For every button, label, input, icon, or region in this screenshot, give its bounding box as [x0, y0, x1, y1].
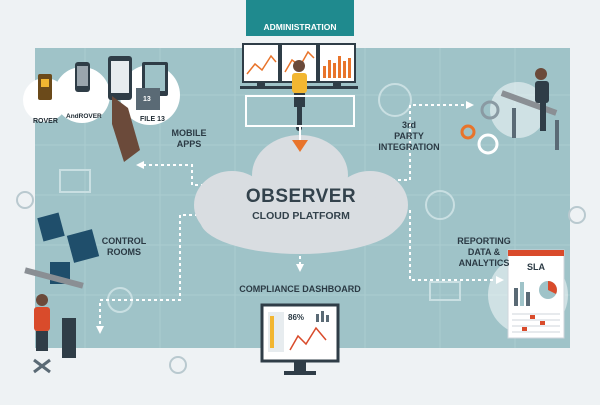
rover-label: ROVER	[33, 118, 58, 125]
third-party-line-2: PARTY	[394, 131, 424, 141]
cloud-shape	[194, 135, 408, 254]
reporting-line-1: REPORTING	[457, 236, 511, 246]
reporting-label: REPORTING DATA & ANALYTICS	[452, 236, 516, 269]
administration-label: ADMINISTRATION	[263, 22, 337, 32]
sla-board	[488, 249, 568, 339]
file13-badge: 13	[143, 96, 151, 103]
cloud-subtitle: CLOUD PLATFORM	[252, 210, 350, 222]
dashboard-percent: 86%	[288, 313, 305, 322]
control-rooms-line-1: CONTROL	[101, 236, 147, 246]
edge-decor-icons	[16, 191, 586, 374]
file13-label: FILE 13	[140, 116, 165, 123]
cloud-title: OBSERVER	[245, 186, 357, 207]
mobile-apps-label: MOBILE APPS	[164, 128, 214, 150]
administration-tab	[246, 0, 354, 36]
control-room-illustration	[24, 212, 100, 374]
faint-background-icons	[59, 83, 461, 313]
admin-monitors	[240, 43, 358, 89]
third-party-illustration	[460, 68, 559, 155]
control-rooms-line-2: ROOMS	[106, 247, 141, 257]
mobile-apps-line-1: MOBILE	[171, 128, 207, 138]
control-rooms-label: CONTROL ROOMS	[96, 236, 152, 258]
third-party-line-3: INTEGRATION	[378, 142, 440, 152]
mobile-apps-line-2: APPS	[176, 139, 202, 149]
sla-title: SLA	[527, 262, 545, 272]
androver-label: AndROVER	[66, 113, 102, 120]
third-party-line-1: 3rd	[401, 120, 416, 130]
reporting-line-2: DATA &	[467, 247, 501, 257]
compliance-monitor	[260, 303, 340, 375]
reporting-line-3: ANALYTICS	[458, 258, 510, 268]
third-party-label: 3rd PARTY INTEGRATION	[374, 120, 444, 153]
mobile-devices	[23, 56, 180, 162]
cloud-input-arrow	[292, 140, 308, 152]
compliance-dashboard-label: COMPLIANCE DASHBOARD	[239, 284, 361, 294]
